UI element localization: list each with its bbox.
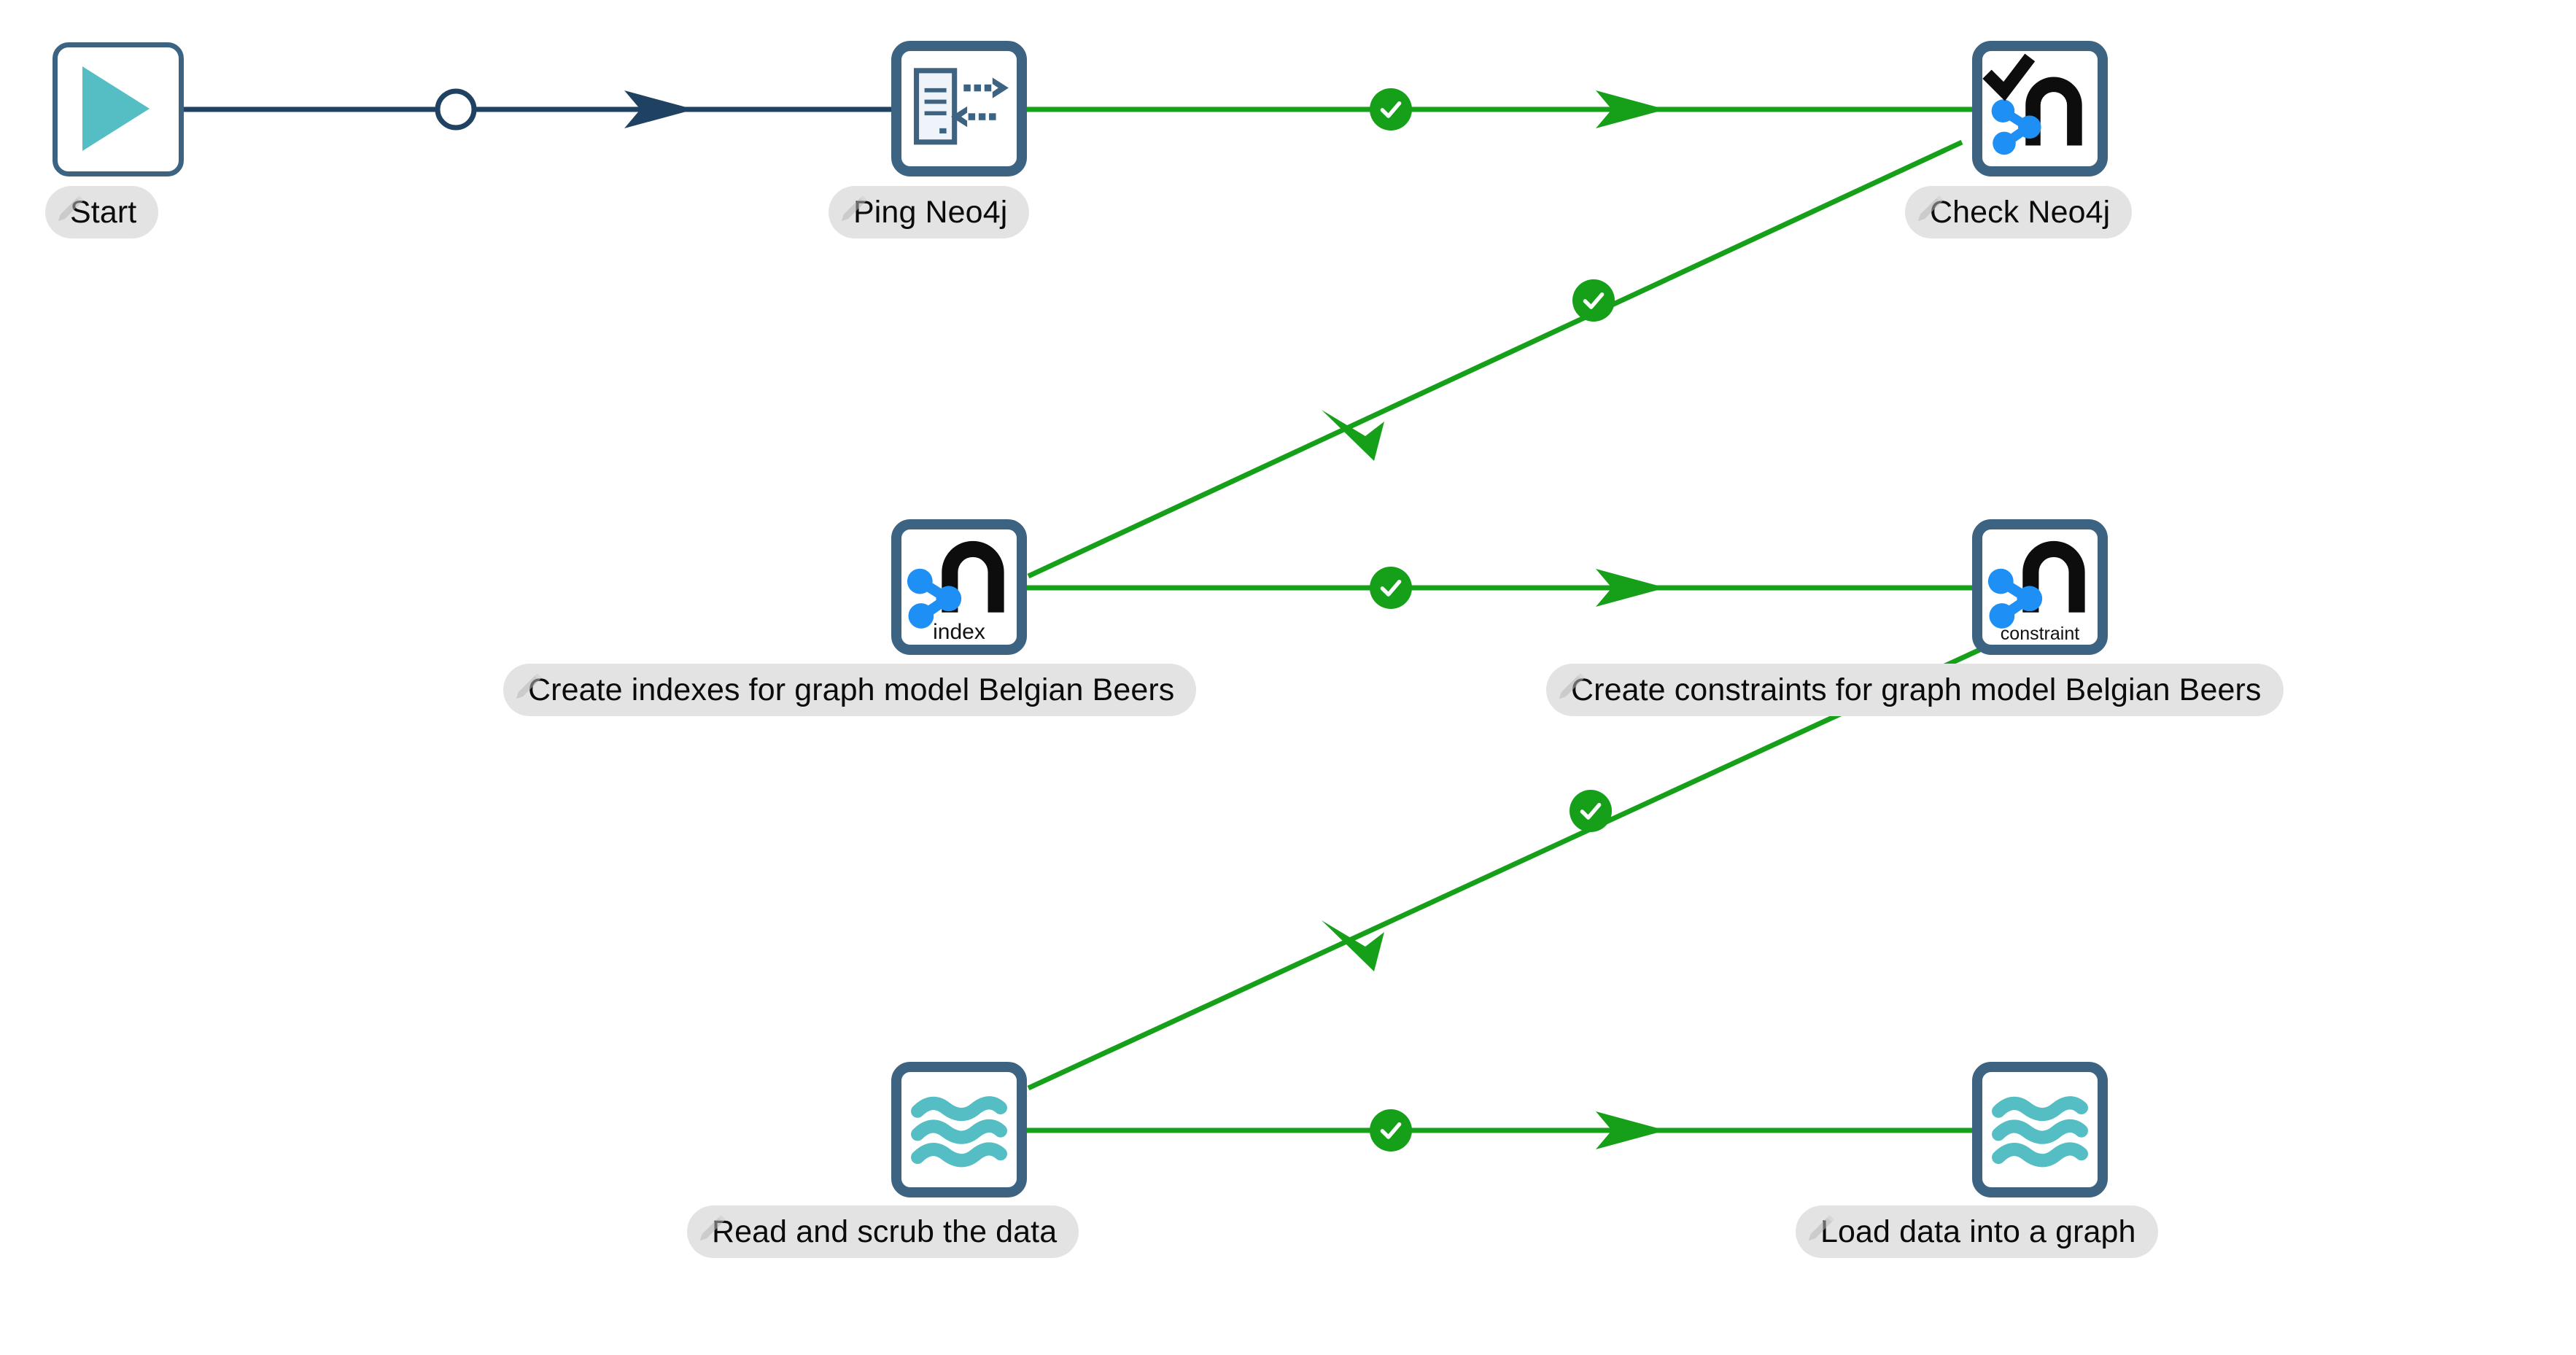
- hop-status-badge-constraints-to-read[interactable]: [1570, 790, 1612, 832]
- neo4j-index-icon: [907, 540, 1004, 629]
- node-label-ping-neo4j[interactable]: Ping Neo4j: [829, 186, 1030, 238]
- hop-arrowhead: [1322, 410, 1384, 461]
- pencil-icon: [58, 195, 84, 222]
- node-sub-tag-index: index: [933, 620, 985, 644]
- hop-status-badge-read-to-load[interactable]: [1370, 1109, 1412, 1152]
- hop-arrowhead: [624, 90, 694, 128]
- hop-circle-marker: [435, 88, 477, 131]
- workflow-node-start[interactable]: [53, 42, 184, 176]
- hop-indexes-to-constraints[interactable]: [1027, 569, 2041, 607]
- hop-arrowhead: [1596, 90, 1666, 128]
- hop-start-to-ping[interactable]: [184, 88, 891, 131]
- hop-arrowhead: [1596, 569, 1666, 607]
- pencil-icon: [1559, 673, 1585, 699]
- node-label-text: Read and scrub the data: [712, 1214, 1058, 1249]
- workflow-node-create-constraints[interactable]: constraint: [1972, 519, 2108, 655]
- check-icon: [1580, 803, 1602, 820]
- pencil-icon: [1808, 1215, 1834, 1241]
- hop-ping-to-check[interactable]: [1027, 90, 2041, 128]
- hop-read-to-load[interactable]: [1027, 1111, 2041, 1149]
- data-waves-icon: [911, 1096, 1007, 1168]
- node-label-text: Check Neo4j: [1930, 194, 2111, 230]
- neo4j-constraint-icon: [1987, 540, 2085, 629]
- workflow-node-check-neo4j[interactable]: [1972, 41, 2108, 176]
- check-icon: [1380, 580, 1402, 597]
- check-icon: [1380, 101, 1402, 118]
- node-label-text: Create indexes for graph model Belgian B…: [528, 672, 1175, 707]
- play-icon: [82, 66, 150, 151]
- node-label-text: Create constraints for graph model Belgi…: [1571, 672, 2262, 707]
- node-label-load-data-graph[interactable]: Load data into a graph: [1796, 1205, 2158, 1258]
- pencil-icon: [1917, 195, 1944, 222]
- node-label-start[interactable]: Start: [45, 186, 159, 238]
- check-icon: [1380, 1122, 1402, 1139]
- hop-check-to-indexes[interactable]: [1027, 139, 1963, 579]
- check-icon: [1583, 292, 1605, 309]
- node-label-text: Load data into a graph: [1820, 1214, 2136, 1249]
- hop-arrowhead: [1322, 920, 1384, 971]
- hop-arrowhead: [1596, 1111, 1666, 1149]
- node-label-create-constraints[interactable]: Create constraints for graph model Belgi…: [1546, 664, 2284, 716]
- workflow-node-load-data-graph[interactable]: [1972, 1062, 2108, 1197]
- hop-status-badge-check-to-indexes[interactable]: [1572, 279, 1615, 322]
- node-label-read-scrub-data[interactable]: Read and scrub the data: [687, 1205, 1079, 1258]
- node-label-check-neo4j[interactable]: Check Neo4j: [1905, 186, 2133, 238]
- pencil-icon: [516, 673, 542, 699]
- workflow-node-ping-neo4j[interactable]: [891, 41, 1027, 176]
- workflow-node-read-scrub-data[interactable]: [891, 1062, 1027, 1197]
- node-sub-tag-constraint: constraint: [2000, 624, 2080, 644]
- pencil-icon: [841, 195, 867, 222]
- node-label-create-indexes[interactable]: Create indexes for graph model Belgian B…: [503, 664, 1197, 716]
- pencil-icon: [699, 1215, 726, 1241]
- neo4j-check-icon: [1982, 53, 2082, 155]
- node-label-text: Ping Neo4j: [853, 194, 1008, 230]
- data-waves-icon: [1992, 1096, 2088, 1168]
- hop-status-badge-ping-to-check[interactable]: [1370, 88, 1412, 131]
- hop-status-badge-indexes-to-constraints[interactable]: [1370, 567, 1412, 609]
- workflow-node-create-indexes[interactable]: index: [891, 519, 1027, 655]
- transform-exchange-icon: [913, 68, 1009, 145]
